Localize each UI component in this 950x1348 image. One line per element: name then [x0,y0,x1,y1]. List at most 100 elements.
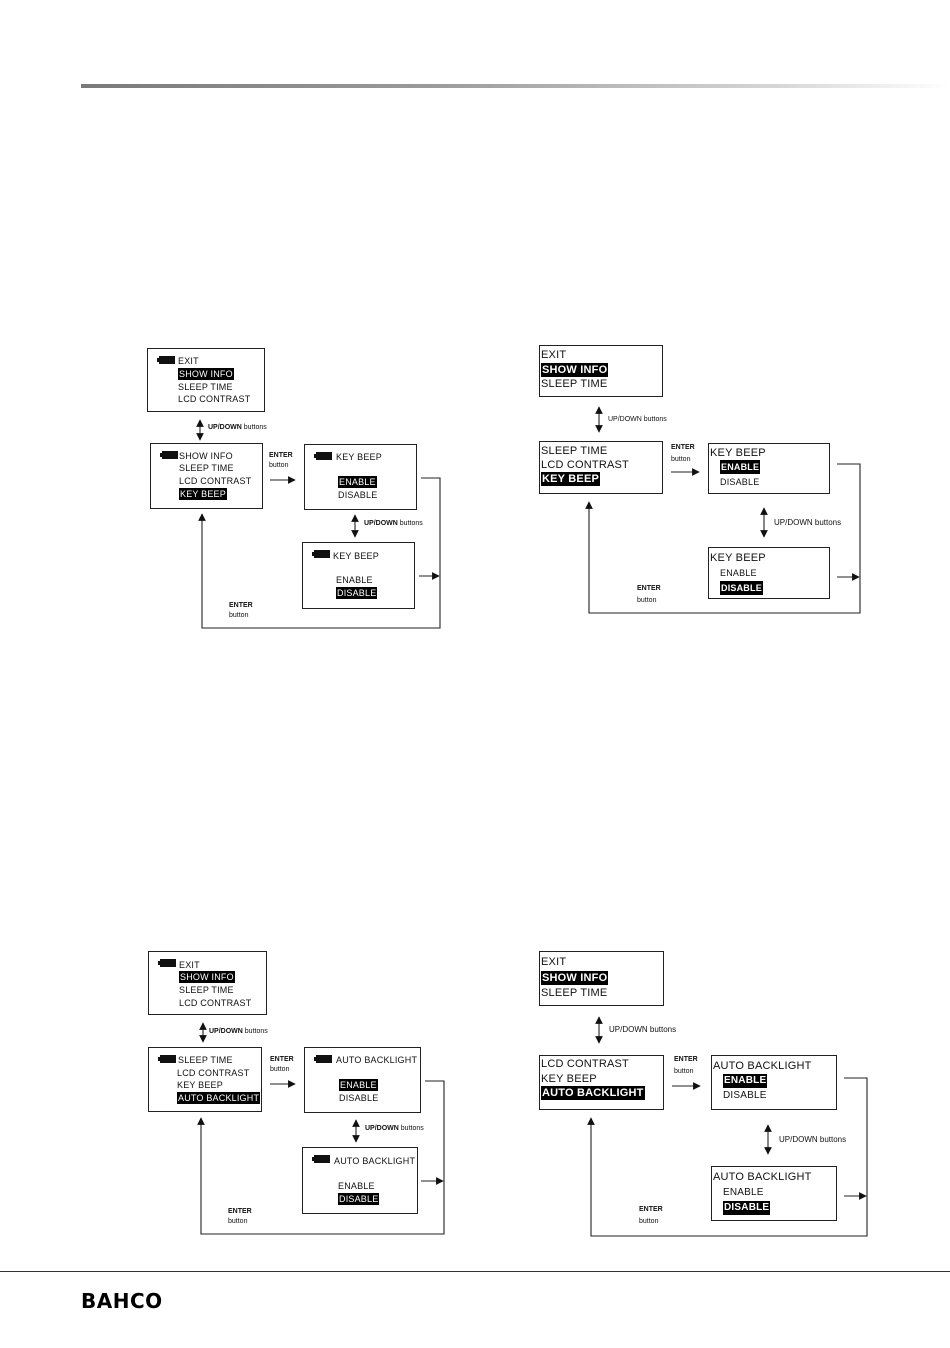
screen-title: KEY BEEP [710,447,766,459]
lcd-screen-menu-scrolled: LCD CONTRAST KEY BEEP AUTO BACKLIGHT [539,1055,664,1110]
option-selected: DISABLE [723,1201,771,1215]
battery-icon [312,1155,330,1163]
lcd-screen-menu-scrolled: SLEEP TIME LCD CONTRAST KEY BEEP AUTO BA… [148,1047,262,1112]
option: DISABLE [723,1090,767,1101]
button-label: button [639,1218,659,1225]
return-loop [587,1077,868,1237]
menu-item: SLEEP TIME [179,463,234,473]
battery-icon [157,356,175,364]
updown-label: UP/DOWN buttons [364,520,423,527]
menu-item: EXIT [541,349,567,361]
enter-label: ENTER [674,1056,698,1063]
menu-item: LCD CONTRAST [541,459,629,471]
updown-label: UP/DOWN buttons [208,424,267,431]
button-label: button [228,1218,248,1225]
menu-item: SHOW INFO [179,451,233,461]
screen-title: AUTO BACKLIGHT [713,1060,812,1072]
updown-label: UP/DOWN buttons [365,1125,424,1132]
menu-item: LCD CONTRAST [179,476,252,486]
button-label: button [637,597,657,604]
lcd-screen-menu-scrolled: SHOW INFO SLEEP TIME LCD CONTRAST KEY BE… [150,443,263,509]
button-label: button [674,1068,694,1075]
updown-label: UP/DOWN buttons [774,518,842,527]
menu-item-selected: KEY BEEP [179,488,227,500]
screen-title: AUTO BACKLIGHT [334,1156,416,1166]
menu-item-selected: SHOW INFO [178,368,234,380]
header-rule [81,84,950,88]
menu-item: SLEEP TIME [178,382,233,392]
lcd-screen-main-menu: EXIT SHOW INFO SLEEP TIME [539,951,664,1006]
button-label: button [269,462,289,469]
menu-item: LCD CONTRAST [541,1058,629,1070]
lcd-screen-main-menu: EXIT SHOW INFO SLEEP TIME LCD CONTRAST [147,348,265,412]
lcd-screen-key-beep-disable: KEY BEEP ENABLE DISABLE [708,547,830,599]
updown-label: UP/DOWN buttons [608,416,667,423]
button-label: button [671,456,691,463]
screen-title: AUTO BACKLIGHT [336,1055,418,1065]
enter-label: ENTER [229,602,253,609]
option: ENABLE [720,568,757,578]
lcd-screen-auto-backlight-disable: AUTO BACKLIGHT ENABLE DISABLE [711,1166,837,1221]
menu-item: EXIT [541,956,567,968]
option-selected: DISABLE [336,587,378,599]
menu-item: EXIT [179,960,200,970]
menu-item-selected: AUTO BACKLIGHT [541,1086,645,1100]
lcd-screen-auto-backlight-enable: AUTO BACKLIGHT ENABLE DISABLE [711,1055,837,1110]
option-selected: ENABLE [338,476,377,488]
battery-icon [160,451,178,459]
screen-title: KEY BEEP [710,552,766,564]
lcd-screen-auto-backlight-disable: AUTO BACKLIGHT ENABLE DISABLE [302,1147,418,1214]
updown-label: UP/DOWN buttons [209,1028,268,1035]
enter-label: ENTER [671,444,695,451]
option: DISABLE [338,490,378,500]
menu-item: EXIT [178,356,199,366]
updown-label: UP/DOWN buttons [779,1135,847,1144]
option: DISABLE [720,477,760,487]
menu-item: SLEEP TIME [541,445,608,457]
menu-item: SLEEP TIME [179,985,234,995]
footer-rule [0,1271,950,1272]
lcd-screen-menu-scrolled: SLEEP TIME LCD CONTRAST KEY BEEP [539,441,663,494]
option: ENABLE [723,1187,764,1198]
return-loop [198,477,441,629]
option: ENABLE [338,1181,375,1191]
menu-item-selected: SHOW INFO [541,971,609,985]
menu-item: LCD CONTRAST [179,998,252,1008]
option: DISABLE [339,1093,379,1103]
lcd-screen-auto-backlight-enable: AUTO BACKLIGHT ENABLE DISABLE [304,1047,421,1113]
lcd-screen-main-menu: EXIT SHOW INFO SLEEP TIME LCD CONTRAST [148,951,267,1015]
button-label: button [270,1066,290,1073]
battery-icon [314,452,332,460]
menu-item: LCD CONTRAST [178,394,251,404]
enter-label: ENTER [270,1056,294,1063]
menu-item-selected: SHOW INFO [179,971,235,983]
lcd-screen-main-menu: EXIT SHOW INFO SLEEP TIME [539,345,663,397]
battery-icon [158,1055,176,1063]
screen-title: KEY BEEP [336,452,382,462]
menu-item: SLEEP TIME [178,1055,233,1065]
menu-item: KEY BEEP [177,1080,223,1090]
menu-item: LCD CONTRAST [177,1068,250,1078]
battery-icon [312,550,330,558]
screen-title: AUTO BACKLIGHT [713,1171,812,1183]
option-selected: DISABLE [338,1193,380,1205]
option-selected: ENABLE [339,1079,378,1091]
lcd-screen-key-beep-disable: KEY BEEP ENABLE DISABLE [302,542,415,609]
lcd-screen-key-beep-enable: KEY BEEP ENABLE DISABLE [708,443,830,494]
button-label: button [229,612,249,619]
screen-title: KEY BEEP [333,551,379,561]
menu-item-selected: SHOW INFO [541,363,609,377]
updown-label: UP/DOWN buttons [609,1025,677,1034]
menu-item: SLEEP TIME [541,378,608,390]
lcd-screen-key-beep-enable: KEY BEEP ENABLE DISABLE [304,444,417,510]
option-selected: DISABLE [720,581,763,595]
menu-item-selected: AUTO BACKLIGHT [177,1092,261,1104]
option: ENABLE [336,575,373,585]
battery-icon [158,959,176,967]
return-loop [585,463,861,614]
brand-logo: BAHCO [81,1289,163,1313]
menu-item: SLEEP TIME [541,987,608,999]
enter-label: ENTER [269,452,293,459]
enter-label: ENTER [637,585,661,592]
